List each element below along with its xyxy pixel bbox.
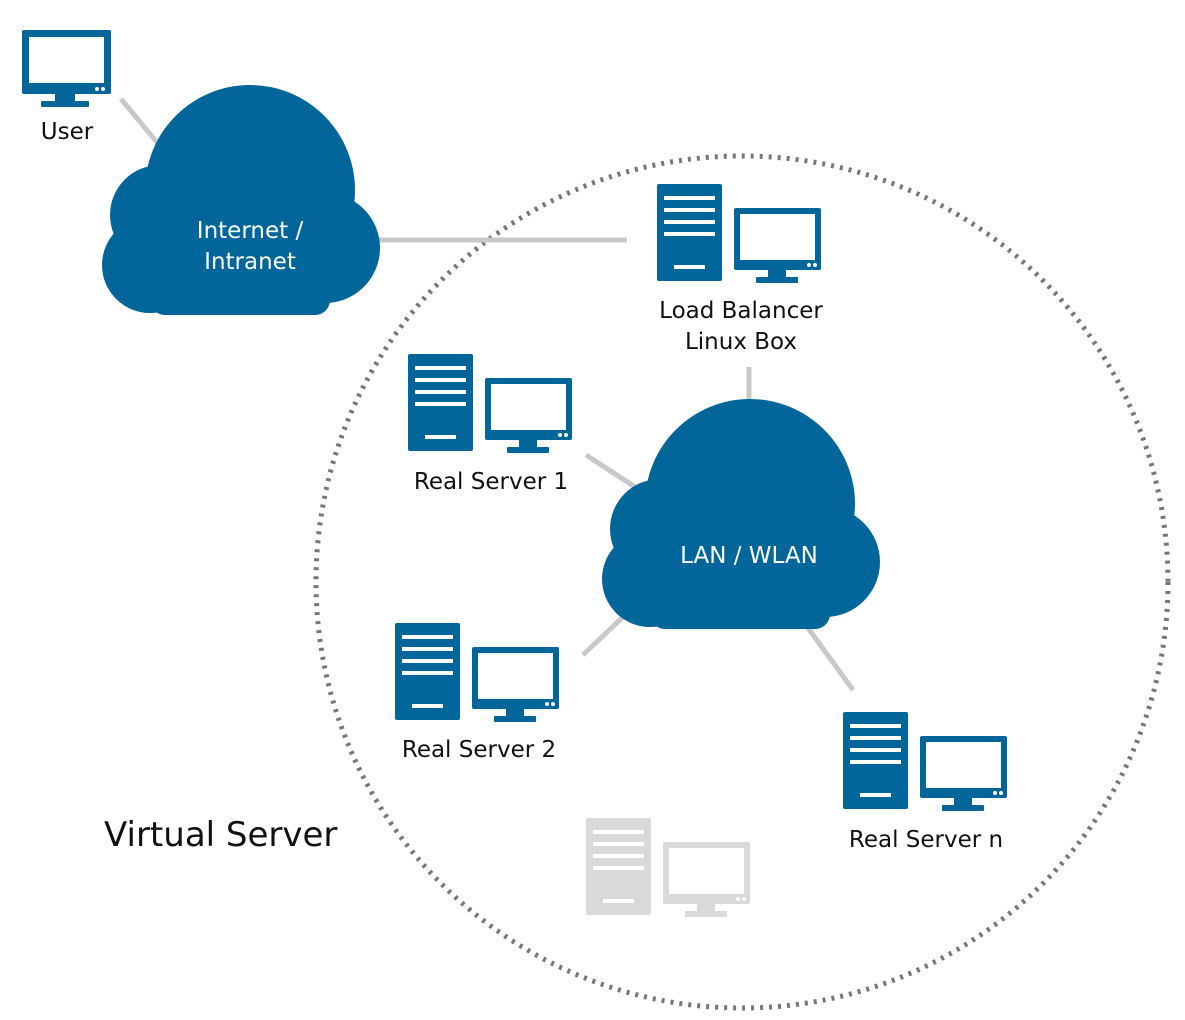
- faded-server-icon: [586, 818, 750, 917]
- real-server-n-icon: [843, 712, 1007, 811]
- virtual-server-label: Virtual Server: [104, 815, 338, 855]
- lan-cloud-label: LAN / WLAN: [680, 543, 818, 569]
- virtual-server-boundary: [313, 153, 1171, 1011]
- real-server-2-icon: [395, 623, 559, 722]
- user-label: User: [40, 119, 94, 145]
- real-server-1-label: Real Server 1: [413, 469, 569, 495]
- lan-cloud-icon: [602, 399, 880, 629]
- load-balancer-label-line1: Load Balancer: [659, 298, 823, 324]
- monitor-icon: [22, 30, 111, 107]
- real-server-n-label: Real Server n: [848, 827, 1004, 853]
- load-balancer-label-line2: Linux Box: [684, 329, 798, 355]
- internet-cloud-label-line2: Intranet: [204, 249, 296, 275]
- internet-cloud-label-line1: Internet /: [196, 218, 304, 244]
- real-server-1-icon: [408, 354, 572, 453]
- load-balancer-icon: [657, 184, 821, 283]
- internet-cloud-icon: [102, 85, 380, 315]
- connector-servern-lan: [805, 626, 856, 692]
- real-server-2-label: Real Server 2: [401, 737, 557, 763]
- connector-server2-lan: [581, 613, 627, 657]
